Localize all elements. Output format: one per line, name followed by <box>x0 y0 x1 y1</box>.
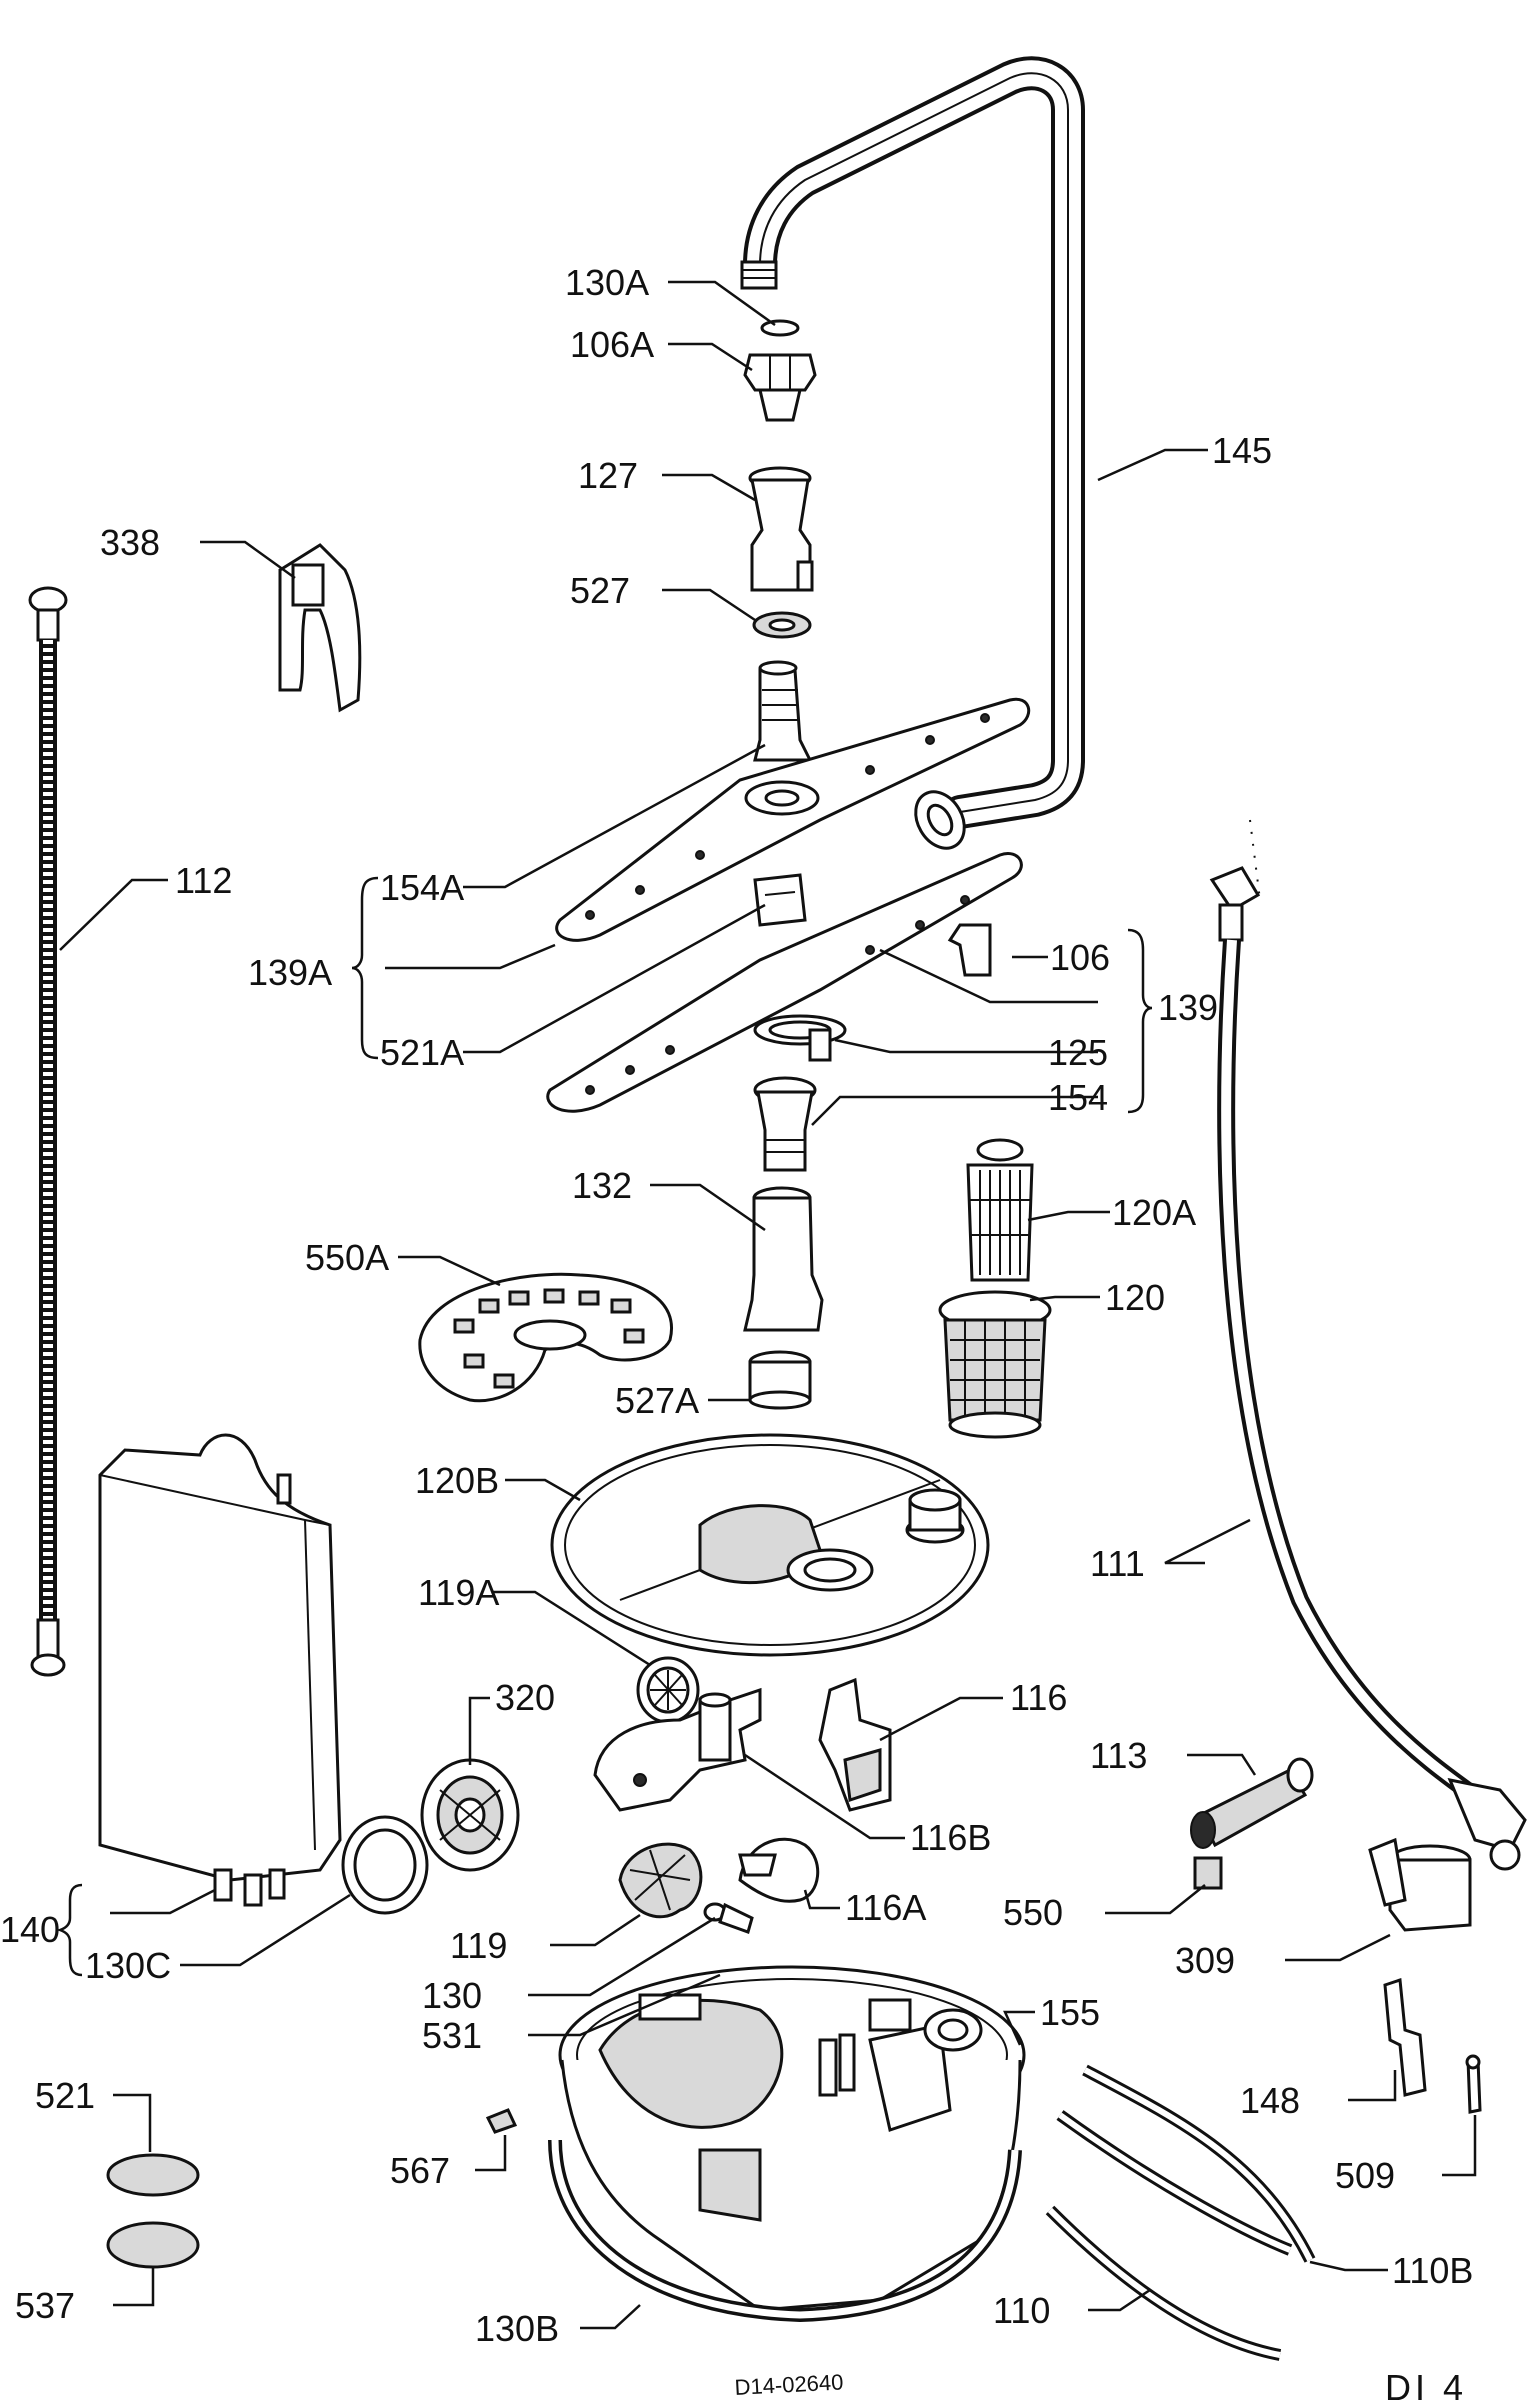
label-110B: 110B <box>1392 2250 1473 2291</box>
label-130A: 130A <box>565 262 649 303</box>
o-ring-130A <box>760 319 800 337</box>
label-155: 155 <box>1040 1992 1100 2033</box>
tube-132 <box>743 1186 824 1332</box>
disc-521 <box>106 2153 200 2197</box>
drawing-number: D14-02640 <box>734 2369 844 2400</box>
label-116B: 116B <box>910 1817 991 1858</box>
label-106A: 106A <box>570 324 654 365</box>
supply-pipe-145 <box>740 56 1085 850</box>
label-154: 154 <box>1048 1077 1108 1118</box>
label-111: 111 <box>1090 1543 1145 1584</box>
leader-lines <box>59 280 1477 2330</box>
label-116A: 116A <box>845 1887 926 1928</box>
brace-139 <box>1127 928 1153 1114</box>
label-521: 521 <box>35 2075 95 2116</box>
label-116: 116 <box>1010 1677 1067 1718</box>
label-130: 130 <box>422 1975 482 2016</box>
filter-disc-120B <box>550 1433 990 1657</box>
filter-plate-550A <box>418 1272 673 1403</box>
block-550 <box>1193 1856 1223 1890</box>
label-537: 537 <box>15 2285 75 2326</box>
label-130C: 130C <box>85 1945 171 1986</box>
hub-154 <box>753 1076 817 1172</box>
label-145: 145 <box>1212 430 1272 471</box>
label-120A: 120A <box>1112 1192 1196 1233</box>
label-139A: 139A <box>248 952 332 993</box>
label-338: 338 <box>100 522 160 563</box>
brace-140 <box>56 1883 83 1977</box>
cap-116A <box>738 1837 820 1903</box>
seal-130C <box>341 1815 429 1915</box>
nut-106A <box>743 353 817 422</box>
clip-567 <box>485 2108 518 2134</box>
label-120: 120 <box>1105 1277 1165 1318</box>
wheel-119A <box>636 1656 700 1724</box>
filter-120 <box>938 1290 1052 1439</box>
label-119A: 119A <box>418 1572 499 1613</box>
label-509: 509 <box>1335 2155 1395 2196</box>
disc-537 <box>106 2221 200 2269</box>
filter-120A <box>966 1138 1034 1282</box>
drain-hose-111 <box>1209 819 1527 1871</box>
washer-527 <box>752 611 812 639</box>
label-110: 110 <box>993 2290 1050 2331</box>
clip-338 <box>278 543 362 713</box>
label-531: 531 <box>422 2015 482 2056</box>
screw-130 <box>703 1902 754 1934</box>
upper-spray-arm-154A <box>555 660 1031 942</box>
label-125: 125 <box>1048 1032 1108 1073</box>
label-112: 112 <box>175 860 232 901</box>
label-521A: 521A <box>380 1032 464 1073</box>
label-139: 139 <box>1158 987 1218 1028</box>
valve-113 <box>1190 1757 1314 1849</box>
label-567: 567 <box>390 2150 450 2191</box>
sheet-code: DI 4 <box>1385 2367 1467 2400</box>
label-106: 106 <box>1050 937 1110 978</box>
seal-130B <box>548 2139 1022 2323</box>
container-140 <box>98 1433 342 1907</box>
label-550: 550 <box>1003 1892 1063 1933</box>
brace-139A <box>351 876 379 1060</box>
sump-155 <box>558 1965 1026 2312</box>
housing-116B <box>593 1687 762 1812</box>
bushing-527A <box>748 1350 812 1410</box>
label-527A: 527A <box>615 1380 699 1421</box>
impeller-119 <box>618 1842 703 1919</box>
hose-112 <box>28 586 68 1677</box>
label-132: 132 <box>572 1165 632 1206</box>
ring-clip-125 <box>753 1014 847 1062</box>
clip-106 <box>947 923 992 977</box>
label-320: 320 <box>495 1677 555 1718</box>
label-148: 148 <box>1240 2080 1300 2121</box>
label-154A: 154A <box>380 867 464 908</box>
callout-labels: 130A 106A 127 338 527 145 112 154A 139A … <box>0 262 1473 2400</box>
pin-509 <box>1465 2054 1482 2114</box>
label-527: 527 <box>570 570 630 611</box>
label-550A: 550A <box>305 1237 389 1278</box>
sleeve-127 <box>748 466 814 592</box>
cap-309 <box>1368 1837 1472 1932</box>
label-113: 113 <box>1090 1735 1147 1776</box>
label-127: 127 <box>578 455 638 496</box>
pump-housing-320 <box>420 1758 520 1872</box>
label-309: 309 <box>1175 1940 1235 1981</box>
label-120B: 120B <box>415 1460 499 1501</box>
label-130B: 130B <box>475 2308 559 2349</box>
label-140: 140 <box>0 1909 60 1950</box>
bracket-148 <box>1383 1977 1427 2097</box>
lower-spray-arm-521A <box>546 852 1023 1113</box>
part-116 <box>818 1677 892 1812</box>
label-119: 119 <box>450 1925 507 1966</box>
